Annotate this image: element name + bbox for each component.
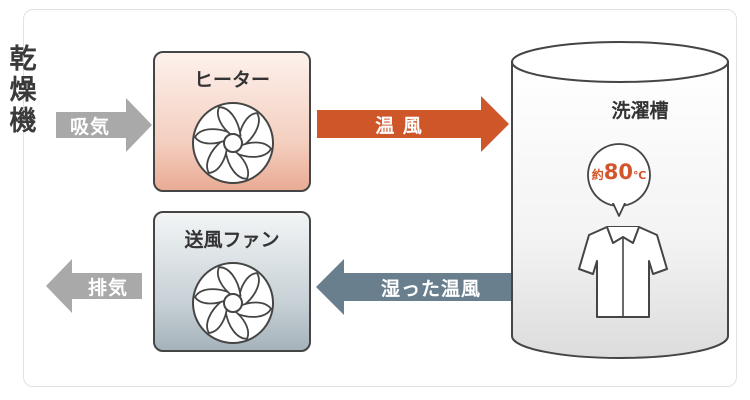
- temperature-bubble: [587, 143, 651, 217]
- title-char: 燥: [9, 75, 37, 106]
- exhaust-label: 排気: [87, 276, 128, 299]
- arrow-right-icon: [317, 96, 509, 152]
- diagram-title: 乾 燥 機: [8, 44, 38, 137]
- title-char: 乾: [9, 44, 37, 75]
- warm-air-label: 温 風: [375, 114, 423, 137]
- exhaust-arrow: 排気: [46, 259, 142, 313]
- intake-label: 吸気: [69, 115, 110, 138]
- humid-air-arrow: 湿った温風: [316, 259, 514, 315]
- temperature-value: 80: [603, 160, 633, 184]
- arrow-left-icon: [46, 259, 142, 313]
- drum-title: 洗濯槽: [611, 100, 669, 122]
- humid-air-label: 湿った温風: [380, 277, 481, 300]
- fan-icon: [192, 262, 274, 344]
- blower-title: 送風ファン: [184, 229, 280, 251]
- fan-icon: [192, 102, 274, 184]
- arrow-right-icon: [56, 98, 152, 152]
- blower-fan-box: 送風ファン: [153, 211, 311, 352]
- arrow-left-icon: [316, 259, 514, 315]
- heater-box: ヒーター: [153, 51, 311, 192]
- shirt-icon: [578, 226, 668, 318]
- temperature-unit: ℃: [632, 169, 647, 182]
- warm-air-arrow: 温 風: [317, 96, 509, 152]
- intake-arrow: 吸気: [56, 98, 152, 152]
- temperature-readout: 約80℃: [591, 160, 647, 184]
- heater-title: ヒーター: [193, 69, 270, 91]
- temperature-prefix: 約: [591, 168, 604, 182]
- title-char: 機: [9, 106, 37, 137]
